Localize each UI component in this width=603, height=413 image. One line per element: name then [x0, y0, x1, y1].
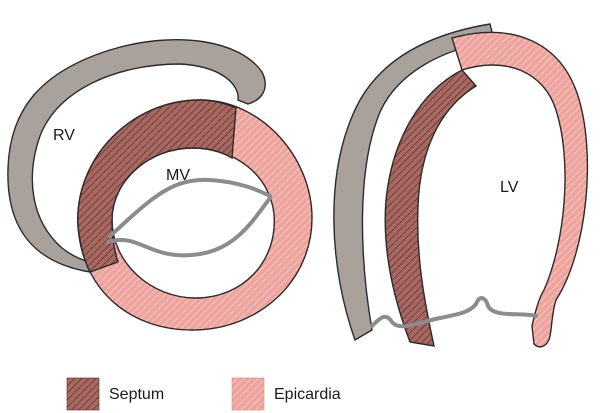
lv-ring-septum — [78, 100, 236, 272]
lv-label: LV — [500, 179, 519, 196]
rv-label: RV — [53, 127, 75, 144]
legend-swatch-epicardia — [232, 378, 264, 410]
legend-label-epicardia: Epicardia — [274, 386, 341, 403]
septum-long-axis — [385, 70, 476, 346]
short-axis-view: RV MV — [8, 40, 312, 330]
mitral-valve-leaflet-lower — [108, 198, 270, 255]
mv-label: MV — [166, 167, 190, 184]
legend-swatch-septum — [67, 378, 99, 410]
lv-free-wall-epicardia — [452, 32, 587, 346]
legend: Septum Epicardia — [67, 378, 341, 410]
long-axis-view: LV — [334, 24, 588, 347]
legend-label-septum: Septum — [109, 386, 164, 403]
